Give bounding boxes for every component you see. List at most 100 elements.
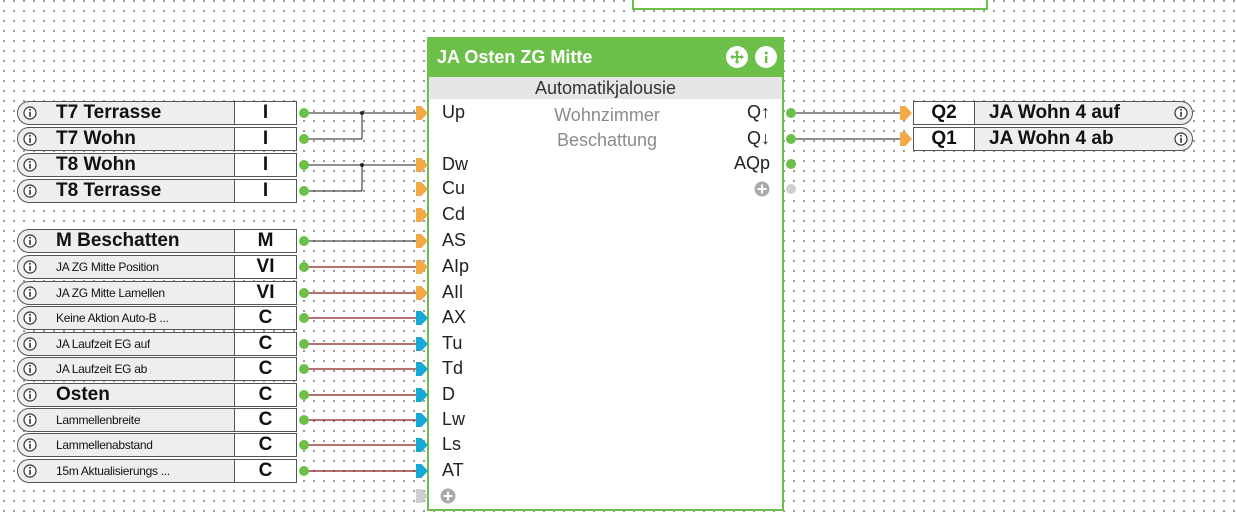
input-row[interactable]: Lammellenbreite C [17,408,297,432]
output-label: JA Wohn 4 ab [989,128,1114,149]
input-label-box[interactable]: M Beschatten [17,229,235,253]
info-icon[interactable] [1173,131,1189,147]
partial-block-top[interactable] [632,0,988,10]
input-label-box[interactable]: Keine Aktion Auto-B ... [17,306,235,330]
input-type: I [235,101,297,125]
info-icon[interactable] [22,233,38,249]
input-label: T8 Wohn [56,154,136,175]
info-icon[interactable] [755,46,777,68]
input-label-box[interactable]: T7 Wohn [17,127,235,151]
output-port-label: Q↑ [746,102,770,122]
info-icon[interactable] [22,285,38,301]
output-connector[interactable] [299,288,309,298]
move-icon[interactable] [726,46,748,68]
output-connector[interactable] [299,390,309,400]
input-type: C [235,306,297,330]
empty-output-port[interactable] [786,184,796,194]
output-connector[interactable] [299,466,309,476]
input-row[interactable]: JA ZG Mitte Position VI [17,255,297,279]
add-input-icon[interactable] [440,488,456,504]
output-port-connector[interactable] [786,159,796,169]
input-type: C [235,459,297,483]
output-port-connector[interactable] [786,108,796,118]
input-label-box[interactable]: JA Laufzeit EG auf [17,332,235,356]
input-port-label: Td [442,358,464,378]
info-icon[interactable] [22,105,38,121]
function-block[interactable]: JA Osten ZG Mitte Automatikjalousie Wohn… [427,37,784,511]
input-label-box[interactable]: Lammellenabstand [17,433,235,457]
output-connector[interactable] [299,262,309,272]
input-port-label: AS [442,230,467,250]
info-icon[interactable] [22,437,38,453]
input-label: JA Laufzeit EG ab [56,362,147,376]
info-icon[interactable] [22,361,38,377]
info-icon[interactable] [22,131,38,147]
input-type: VI [235,255,297,279]
input-type: C [235,383,297,407]
input-type: M [235,229,297,253]
input-port-label: AIp [442,256,470,276]
output-label-box[interactable]: JA Wohn 4 auf [975,101,1193,125]
input-type: C [235,408,297,432]
input-port-label: AX [442,307,467,327]
output-connector[interactable] [299,339,309,349]
output-connector[interactable] [299,160,309,170]
input-label-box[interactable]: T8 Wohn [17,153,235,177]
output-connector[interactable] [299,134,309,144]
input-label: JA Laufzeit EG auf [56,337,150,351]
info-icon[interactable] [22,157,38,173]
output-connector[interactable] [299,364,309,374]
input-port-label: Cd [442,204,466,224]
input-label-box[interactable]: T8 Terrasse [17,179,235,203]
input-label-box[interactable]: 15m Aktualisierungs ... [17,459,235,483]
info-icon[interactable] [22,183,38,199]
input-label-box[interactable]: Osten [17,383,235,407]
output-row[interactable]: Q1 JA Wohn 4 ab [913,127,1193,151]
input-port-label: Dw [442,154,468,174]
info-icon[interactable] [22,463,38,479]
input-type: C [235,357,297,381]
output-port-connector[interactable] [786,134,796,144]
block-title: JA Osten ZG Mitte [437,47,593,67]
info-icon[interactable] [1173,105,1189,121]
info-icon[interactable] [22,310,38,326]
input-row[interactable]: 15m Aktualisierungs ...C [17,459,297,483]
input-label-box[interactable]: JA ZG Mitte Lamellen [17,281,235,305]
output-connector[interactable] [299,440,309,450]
input-label-box[interactable]: JA Laufzeit EG ab [17,357,235,381]
output-label-box[interactable]: JA Wohn 4 ab [975,127,1193,151]
input-row[interactable]: JA Laufzeit EG ab C [17,357,297,381]
info-icon[interactable] [22,387,38,403]
input-label: T8 Terrasse [56,180,162,201]
output-connector[interactable] [299,236,309,246]
output-connector[interactable] [299,415,309,425]
input-label: T7 Wohn [56,128,136,149]
output-connector[interactable] [299,108,309,118]
block-header[interactable]: JA Osten ZG Mitte [429,39,782,77]
info-icon[interactable] [22,259,38,275]
output-connector[interactable] [299,313,309,323]
info-icon[interactable] [22,336,38,352]
input-port-label: Cu [442,178,466,198]
info-icon[interactable] [22,412,38,428]
add-output-icon[interactable] [754,181,770,197]
input-label: JA ZG Mitte Position [56,260,159,274]
input-label-box[interactable]: JA ZG Mitte Position [17,255,235,279]
input-label-box[interactable]: T7 Terrasse [17,101,235,125]
output-code: Q1 [913,127,975,151]
input-label-box[interactable]: Lammellenbreite [17,408,235,432]
output-connector[interactable] [299,186,309,196]
input-row[interactable]: Keine Aktion Auto-B ...C [17,306,297,330]
input-label: Lammellenbreite [56,413,141,427]
